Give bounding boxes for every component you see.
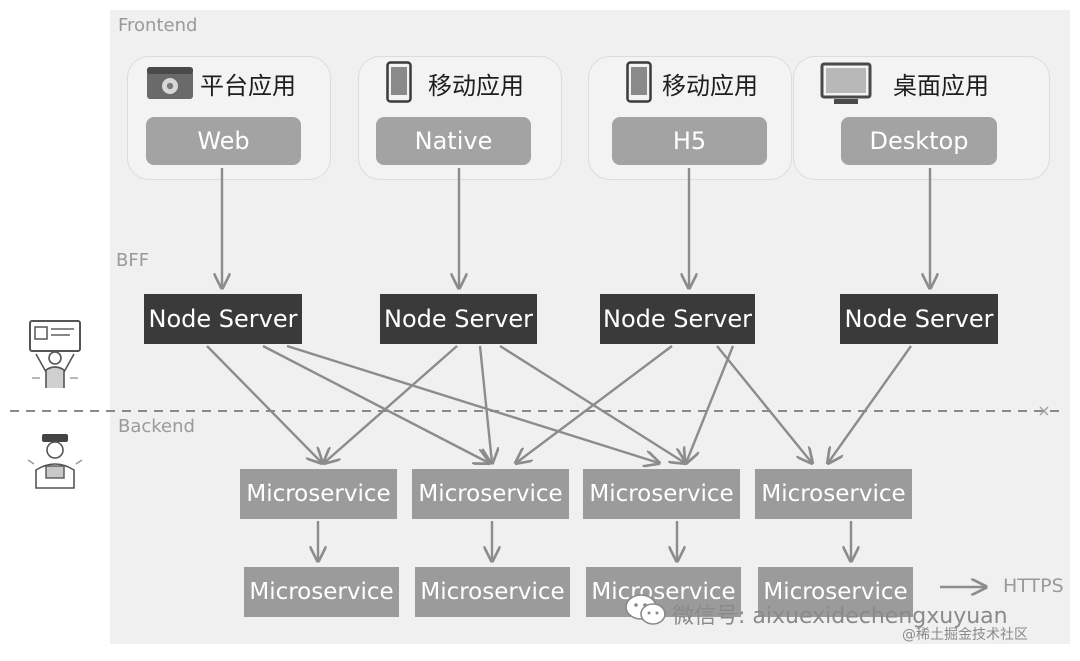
bff-developer-icon xyxy=(29,320,81,388)
arrow-node4-to-ms4 xyxy=(828,345,912,463)
node-server-1: Node Server xyxy=(144,294,302,344)
microservice-top-4: Microservice xyxy=(755,469,912,519)
arrow-node2-to-ms2 xyxy=(478,345,492,463)
platform-pill-h5: H5 xyxy=(612,117,767,165)
app-title-h5: 移动应用 xyxy=(662,72,758,100)
arrow-node3-to-ms2 xyxy=(516,345,673,463)
app-title-native: 移动应用 xyxy=(428,72,524,100)
microservice-top-1: Microservice xyxy=(240,469,397,519)
arrow-node2-to-ms1 xyxy=(324,345,458,463)
arrow-node1-to-ms3 xyxy=(286,344,659,463)
phone-icon xyxy=(386,61,412,103)
node-server-2: Node Server xyxy=(380,294,537,344)
monitor-icon xyxy=(820,62,872,104)
arrow-node1-to-ms2 xyxy=(262,344,489,463)
app-title-web: 平台应用 xyxy=(200,72,296,100)
node-server-3: Node Server xyxy=(600,294,755,344)
node-server-4: Node Server xyxy=(840,294,998,344)
arrow-node1-to-ms1 xyxy=(206,345,322,463)
platform-pill-native: Native xyxy=(376,117,531,165)
arrow-node3-to-ms4 xyxy=(716,345,812,463)
section-label-frontend: Frontend xyxy=(118,15,198,36)
microservice-bottom-4: Microservice xyxy=(758,567,913,617)
platform-pill-web: Web xyxy=(146,117,301,165)
platform-pill-desktop: Desktop xyxy=(841,117,997,165)
app-title-desktop: 桌面应用 xyxy=(893,72,989,100)
microservice-top-2: Microservice xyxy=(412,469,569,519)
watermark-wechat: 微信号: aixuexidechengxuyuan xyxy=(672,604,1008,629)
phone-icon xyxy=(626,61,652,103)
watermark-community: @稀土掘金技术社区 xyxy=(902,627,1028,643)
microservice-bottom-1: Microservice xyxy=(244,567,399,617)
divider-end-icon xyxy=(1039,406,1049,416)
microservice-bottom-2: Microservice xyxy=(415,567,570,617)
legend-https-label: HTTPS xyxy=(1003,575,1064,597)
microservice-top-3: Microservice xyxy=(583,469,740,519)
backend-developer-icon xyxy=(27,434,83,489)
arrow-node3-to-ms3 xyxy=(686,345,735,463)
section-label-bff: BFF xyxy=(116,250,150,271)
wechat-icon xyxy=(625,594,666,625)
section-label-backend: Backend xyxy=(118,416,195,437)
browser-icon xyxy=(147,67,193,99)
